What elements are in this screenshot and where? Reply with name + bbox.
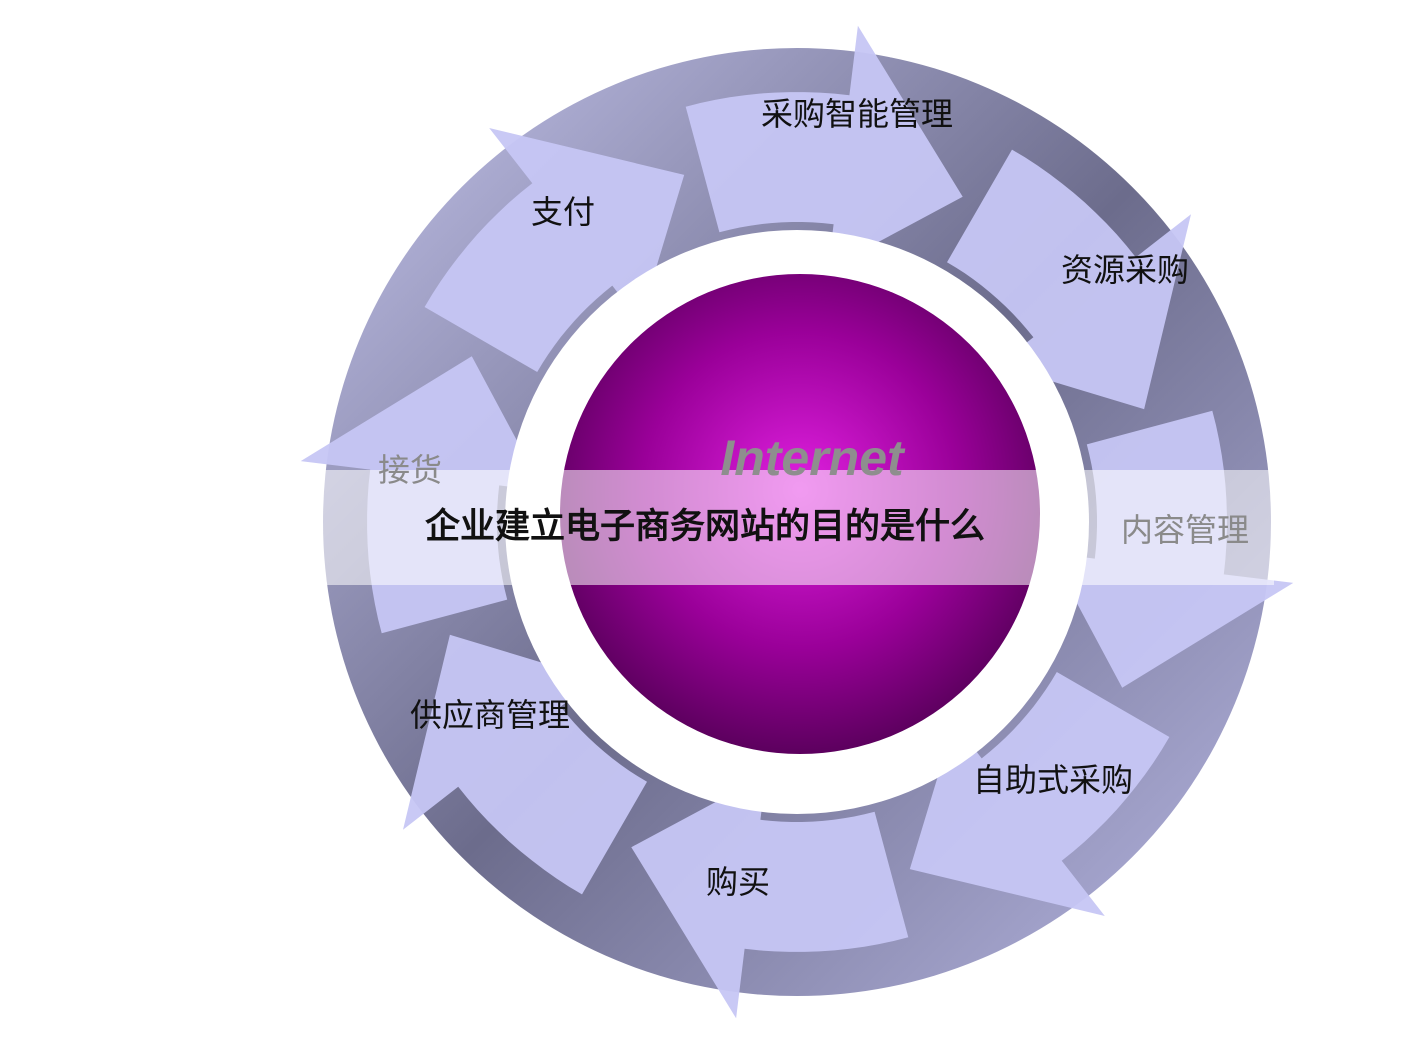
- label-procurement-intelligence: 采购智能管理: [760, 95, 954, 133]
- label-content-management: 内容管理: [1120, 511, 1250, 549]
- label-supplier-management: 供应商管理: [409, 696, 571, 734]
- label-self-service-procurement: 自助式采购: [972, 761, 1134, 799]
- center-label: Internet: [720, 430, 904, 486]
- cycle-arrow: [631, 775, 909, 1019]
- label-resource-procurement: 资源采购: [1060, 251, 1190, 289]
- label-receiving: 接货: [377, 451, 443, 489]
- page-title: 企业建立电子商务网站的目的是什么: [424, 507, 986, 547]
- label-payment: 支付: [530, 193, 596, 231]
- title-band: [322, 470, 1274, 585]
- cycle-arrow: [685, 25, 963, 269]
- cycle-arrow: [947, 149, 1191, 410]
- cycle-arrow: [424, 128, 685, 372]
- cycle-arrow: [909, 672, 1170, 916]
- cycle-arrow: [403, 634, 647, 895]
- label-purchase: 购买: [705, 863, 771, 901]
